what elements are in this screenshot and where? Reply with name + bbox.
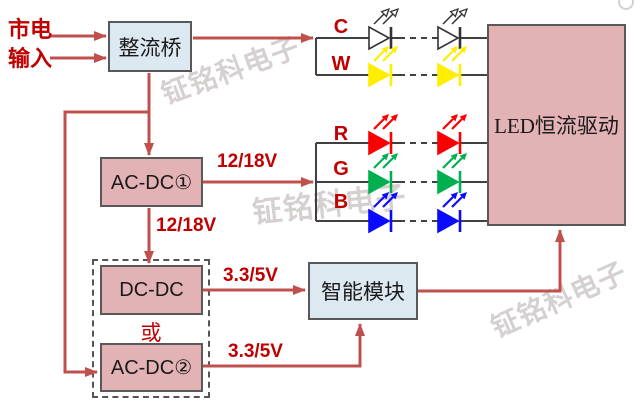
watermark-text: 钲铭科电子 <box>486 257 632 345</box>
dcdc-block: DC-DC <box>100 265 203 315</box>
led-channel-label-C: C <box>334 16 348 38</box>
acdc2-block: AC-DC② <box>100 343 203 392</box>
led-channel-label-G: G <box>333 158 349 180</box>
or-label: 或 <box>140 321 162 345</box>
watermark-text: 钲铭科电子 <box>250 180 409 230</box>
rectifier-bridge-label: 整流桥 <box>118 35 182 60</box>
smart-module-block: 智能模块 <box>308 262 418 320</box>
led-row-W: W <box>316 46 487 88</box>
led-channel-label-R: R <box>334 123 349 145</box>
led-symbol-C <box>368 25 391 51</box>
led-row-C: C <box>316 7 487 51</box>
led-driver-block: LED恒流驱动 <box>487 24 626 226</box>
led-symbol-B <box>437 208 460 234</box>
watermark-fragment-circle <box>618 0 634 10</box>
acdc1-block: AC-DC① <box>100 157 203 207</box>
voltage-label-acdc2-out: 3.3/5V <box>228 341 283 362</box>
led-symbol-C <box>437 25 460 51</box>
led-symbol-R <box>368 130 391 156</box>
voltage-label-dcdc-out: 3.3/5V <box>223 265 278 286</box>
voltage-label-acdc1-out: 12/18V <box>217 151 278 172</box>
led-symbol-R <box>437 130 460 156</box>
acdc1-label: AC-DC① <box>110 171 193 194</box>
led-symbol-W <box>368 62 391 88</box>
dcdc-label: DC-DC <box>119 278 184 301</box>
led-channel-label-W: W <box>332 53 351 75</box>
acdc2-label: AC-DC② <box>110 357 193 379</box>
mains-input-label: 市电 输入 <box>7 15 53 73</box>
led-driver-label: LED恒流驱动 <box>494 114 619 138</box>
mains-input-line2: 输入 <box>7 46 52 71</box>
mains-input-line1: 市电 <box>7 17 52 42</box>
led-symbol-W <box>437 62 460 88</box>
led-row-R: R <box>316 114 487 156</box>
rectifier-bridge-block: 整流桥 <box>108 21 192 72</box>
voltage-label-acdc1-to-dcdc: 12/18V <box>156 215 217 236</box>
arrow-smart-to-driver <box>418 229 565 293</box>
smart-module-label: 智能模块 <box>321 280 405 304</box>
led-symbol-G <box>437 169 460 195</box>
